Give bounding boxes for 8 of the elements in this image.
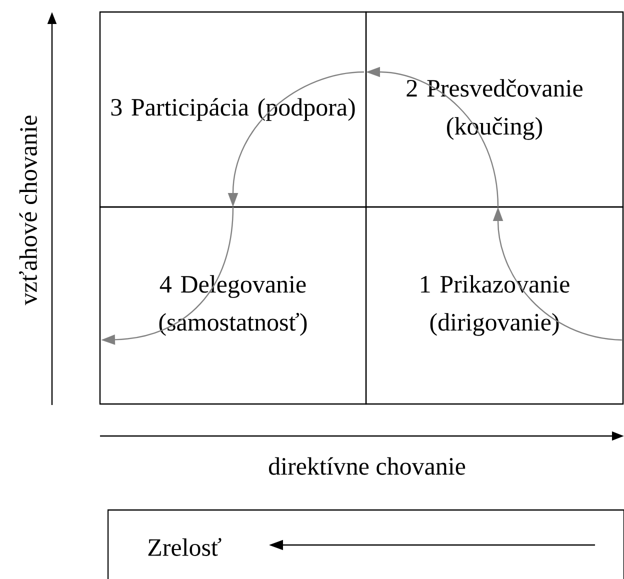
- quadrant-cell: 4 Delegovanie (samostatnosť): [99, 206, 367, 405]
- axis-label: vzťahové chovanie: [19, 116, 37, 306]
- quadrant-cell: 1 Prikazovanie (dirigovanie): [365, 206, 624, 405]
- quadrant-cell: 2 Presvedčovanie (koučing): [365, 11, 624, 208]
- maturity-label: Zrelosť: [148, 538, 222, 556]
- quadrant-cell: 3 Participácia (podpora): [99, 11, 367, 208]
- frame-box: [107, 509, 624, 579]
- axis-label: direktívne chovanie: [269, 457, 466, 475]
